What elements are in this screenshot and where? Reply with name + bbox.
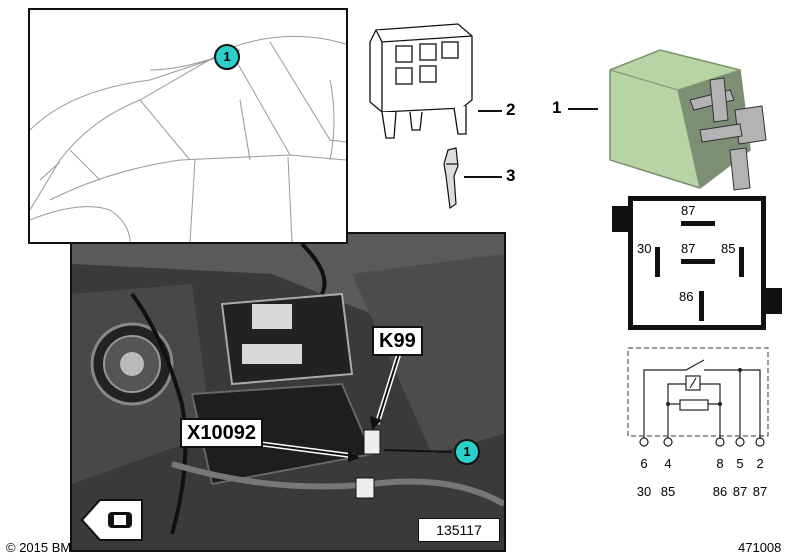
- vehicle-location-marker: 1: [214, 44, 240, 70]
- pin-85: [739, 247, 744, 277]
- callout-1: 1: [552, 98, 562, 117]
- terminal-number: 4: [664, 456, 672, 471]
- pin-label-86: 86: [679, 289, 694, 304]
- callout-2: 2: [506, 100, 516, 119]
- connector-label-x10092: X10092: [180, 418, 263, 448]
- pin-label-30: 30: [637, 241, 652, 256]
- terminal-number: 8: [716, 456, 724, 471]
- pin-name: 86: [712, 484, 728, 499]
- vehicle-location-panel: 1: [28, 8, 348, 244]
- pin-name: 87: [752, 484, 768, 499]
- pin-87-top: [681, 221, 715, 226]
- photo-image-number: 135117: [418, 518, 500, 542]
- pin-name: 30: [636, 484, 652, 499]
- pinout-tab-right: [764, 288, 782, 314]
- relay-socket-drawing: [369, 23, 473, 139]
- callout-3: 3: [506, 166, 516, 185]
- pin-name: 87: [732, 484, 748, 499]
- terminal-number: 2: [756, 456, 764, 471]
- pin-label-87-mid: 87: [681, 241, 696, 256]
- photo-location-marker: 1: [454, 439, 480, 465]
- pin-87-mid: [681, 259, 715, 264]
- terminal-number: 5: [736, 456, 744, 471]
- relay-circuit-schematic: [627, 347, 769, 447]
- relay-label-k99: K99: [372, 326, 423, 356]
- leader-line-3: [464, 176, 502, 178]
- pinout-tab-left: [612, 206, 630, 232]
- pin-label-85: 85: [721, 241, 736, 256]
- diagram-number: 471008: [738, 540, 782, 555]
- terminal-number: 6: [640, 456, 648, 471]
- pin-label-87-top: 87: [681, 203, 696, 218]
- leader-line-2: [478, 110, 502, 112]
- pin-86: [699, 291, 704, 321]
- installation-photo-panel: K99 X10092 1 135117: [70, 232, 506, 552]
- leader-line-1: [568, 108, 598, 110]
- pin-name: 85: [660, 484, 676, 499]
- relay-pinout-diagram: 87 30 87 85 86: [628, 196, 766, 330]
- pin-30: [655, 247, 660, 277]
- terminal-pin-drawing: [443, 147, 459, 210]
- vehicle-outline-drawing: [29, 35, 347, 243]
- relay-drawing: [609, 49, 767, 191]
- installation-photo-drawing: [72, 234, 504, 550]
